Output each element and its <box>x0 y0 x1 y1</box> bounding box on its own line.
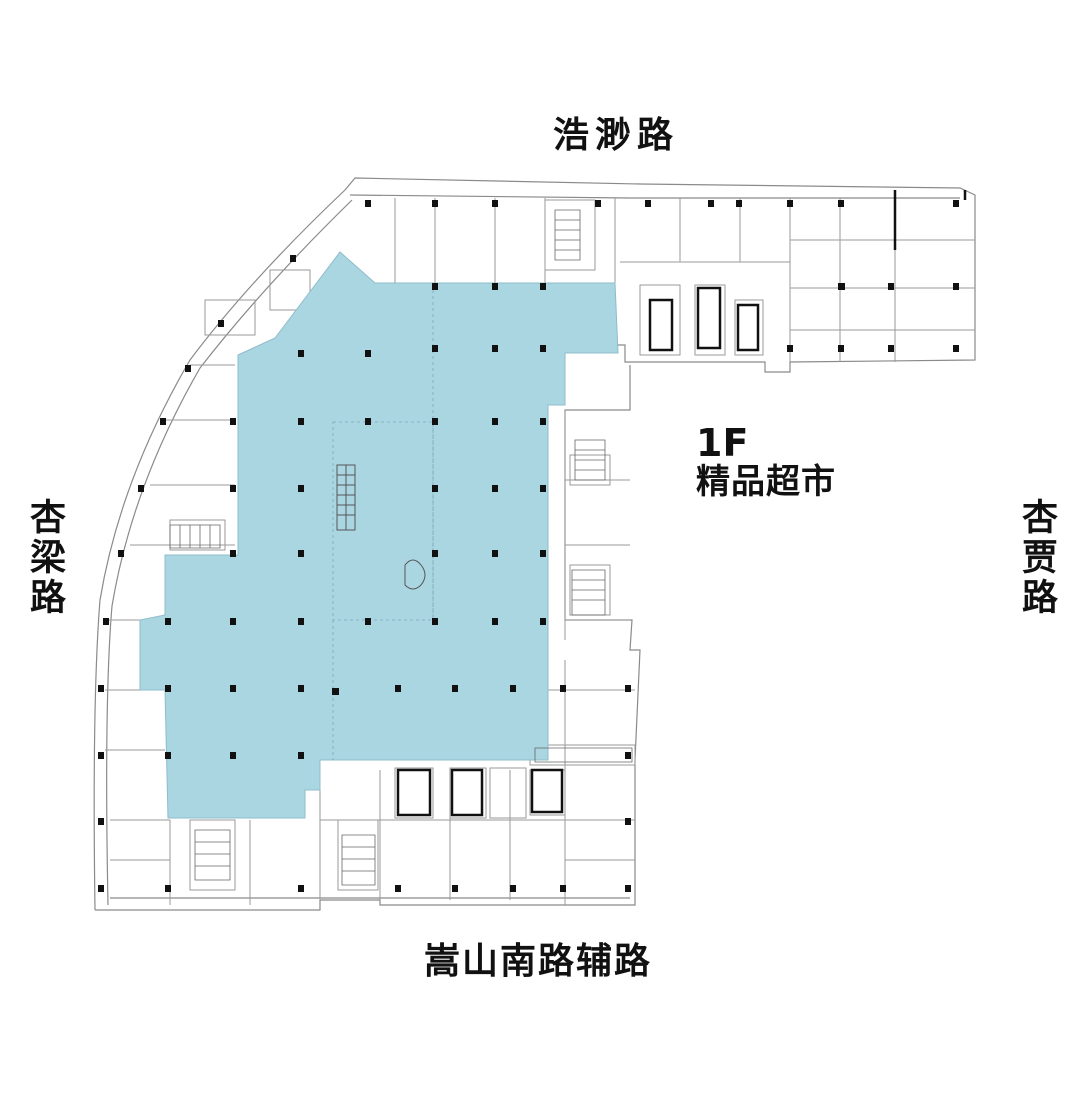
street-label-east: 杏贾路 <box>1016 498 1057 618</box>
room-walls <box>105 198 975 905</box>
street-label-north: 浩渺路 <box>553 115 680 156</box>
floor-label: 1F 精品超市 <box>696 421 836 502</box>
street-label-south: 嵩山南路辅路 <box>424 941 653 982</box>
supermarket-area <box>139 251 619 819</box>
floor-level: 1F <box>696 421 749 465</box>
structural-columns <box>98 200 959 892</box>
street-label-west: 杏梁路 <box>24 498 65 618</box>
escalator <box>336 464 426 590</box>
stairs <box>169 209 633 886</box>
floor-name: 精品超市 <box>696 461 836 502</box>
core-walls <box>396 190 967 817</box>
